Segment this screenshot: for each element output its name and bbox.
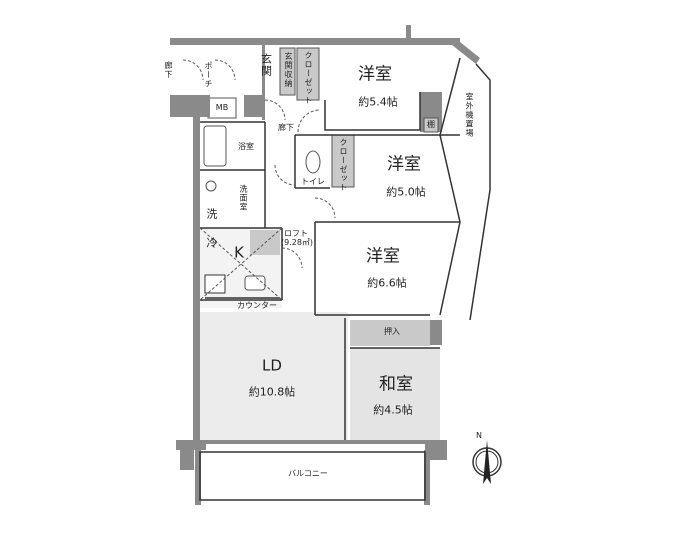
label-fridge: 冷 xyxy=(206,236,218,250)
label-mb: MB xyxy=(215,103,229,112)
label-entrance-storage: 玄関収納 xyxy=(284,52,293,88)
room-name-western3: 洋室 xyxy=(366,246,400,267)
drain-icon xyxy=(205,180,217,192)
label-counter: カウンター xyxy=(237,301,277,310)
oshiire-floor xyxy=(350,320,430,346)
label-corridor: 廊下 xyxy=(278,123,294,132)
room-size-ld: 約10.8帖 xyxy=(248,385,296,399)
label-toilet: トイレ xyxy=(301,177,325,186)
door-swings xyxy=(182,59,336,301)
north-compass-icon xyxy=(472,440,502,484)
room-name-western1: 洋室 xyxy=(358,64,392,85)
label-closet2: クローゼット xyxy=(339,138,348,192)
entrance-storage-box xyxy=(279,47,296,96)
label-porch: ポーチ xyxy=(204,61,213,89)
bathtub-icon xyxy=(203,125,227,167)
label-north: N xyxy=(476,431,482,440)
label-closet1: クローゼット xyxy=(304,51,313,105)
japanese-room-floor xyxy=(350,348,440,440)
label-corridor-outer: 廊下 xyxy=(164,61,173,79)
room-name-ld: LD xyxy=(262,356,282,375)
room-size-western2: 約5.0帖 xyxy=(386,185,426,199)
label-entrance: 玄関 xyxy=(259,53,273,77)
label-washroom: 洗面室 xyxy=(239,184,248,212)
toilet-icon xyxy=(305,150,321,174)
label-kitchen: K xyxy=(234,243,244,262)
label-washer: 洗 xyxy=(206,207,218,221)
label-outdoor-unit: 室外機置場 xyxy=(465,92,474,138)
shelf-box xyxy=(423,117,439,133)
label-loft: ロフト xyxy=(284,229,308,238)
room-size-western1: 約5.4帖 xyxy=(358,95,398,109)
walls xyxy=(170,25,480,505)
label-loft-area: (9.28㎡) xyxy=(280,238,314,247)
interior-walls xyxy=(199,57,491,501)
label-shelf: 棚 xyxy=(427,120,435,129)
room-size-japanese: 約4.5帖 xyxy=(373,403,413,417)
stove-icon xyxy=(204,274,226,294)
room-name-western2: 洋室 xyxy=(387,154,421,175)
room-name-japanese: 和室 xyxy=(379,374,413,395)
label-oshiire: 押入 xyxy=(384,327,400,336)
ld-floor xyxy=(200,312,348,442)
label-bath: 浴室 xyxy=(238,142,254,151)
room-size-western3: 約6.6帖 xyxy=(367,276,407,290)
label-balcony: バルコニー xyxy=(288,469,328,478)
closet1-box xyxy=(296,47,320,101)
